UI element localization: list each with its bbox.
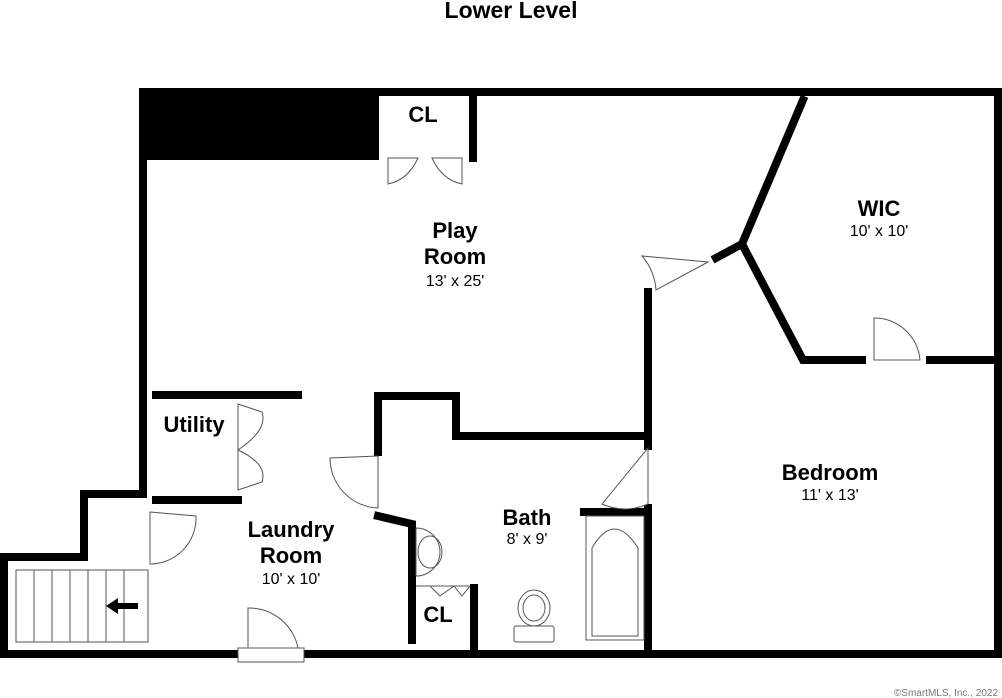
utility-door-2 <box>237 449 264 491</box>
laundry-room-label-line2: Room <box>260 543 322 568</box>
wic-dims: 10' x 10' <box>850 223 909 240</box>
sink <box>415 527 441 577</box>
doors <box>149 157 921 663</box>
bath-label: Bath <box>503 505 552 530</box>
bedroom-dims: 11' x 13' <box>801 487 858 504</box>
bedroom-label: Bedroom <box>782 460 879 485</box>
wic-door <box>873 317 921 361</box>
exterior-walls <box>0 88 1002 658</box>
interior-walls <box>152 88 1002 654</box>
bath-dims: 8' x 9' <box>507 531 548 548</box>
bedroom-door <box>640 255 710 291</box>
play-room-label-line2: Room <box>424 244 486 269</box>
exterior-door <box>247 607 299 649</box>
stair-arrow-left-icon <box>106 598 138 614</box>
closet-label-top: CL <box>408 102 437 127</box>
plan-title: Lower Level <box>445 0 578 23</box>
bathtub <box>585 515 645 641</box>
bath-laundry-door <box>329 455 379 509</box>
closet-door-top-2 <box>431 157 463 185</box>
fixtures <box>15 515 645 643</box>
stairs <box>15 569 149 643</box>
wic-label: WIC <box>858 196 901 221</box>
laundry-room-label-line1: Laundry <box>248 517 336 542</box>
exterior-door-sill <box>237 647 305 663</box>
closet-door-top <box>387 157 419 185</box>
play-room-dims: 13' x 25' <box>426 273 485 290</box>
play-room-label-line1: Play <box>432 218 478 243</box>
solid-wall-block <box>139 88 379 160</box>
laundry-room-dims: 10' x 10' <box>262 571 321 588</box>
copyright-notice: ©SmartMLS, Inc., 2022 <box>894 688 999 698</box>
utility-door <box>237 403 264 451</box>
bath-bedroom-door <box>601 446 649 510</box>
bath-closet-door <box>416 585 472 597</box>
utility-label: Utility <box>163 412 225 437</box>
laundry-side-door <box>149 511 197 565</box>
closet-label-bath: CL <box>423 602 452 627</box>
